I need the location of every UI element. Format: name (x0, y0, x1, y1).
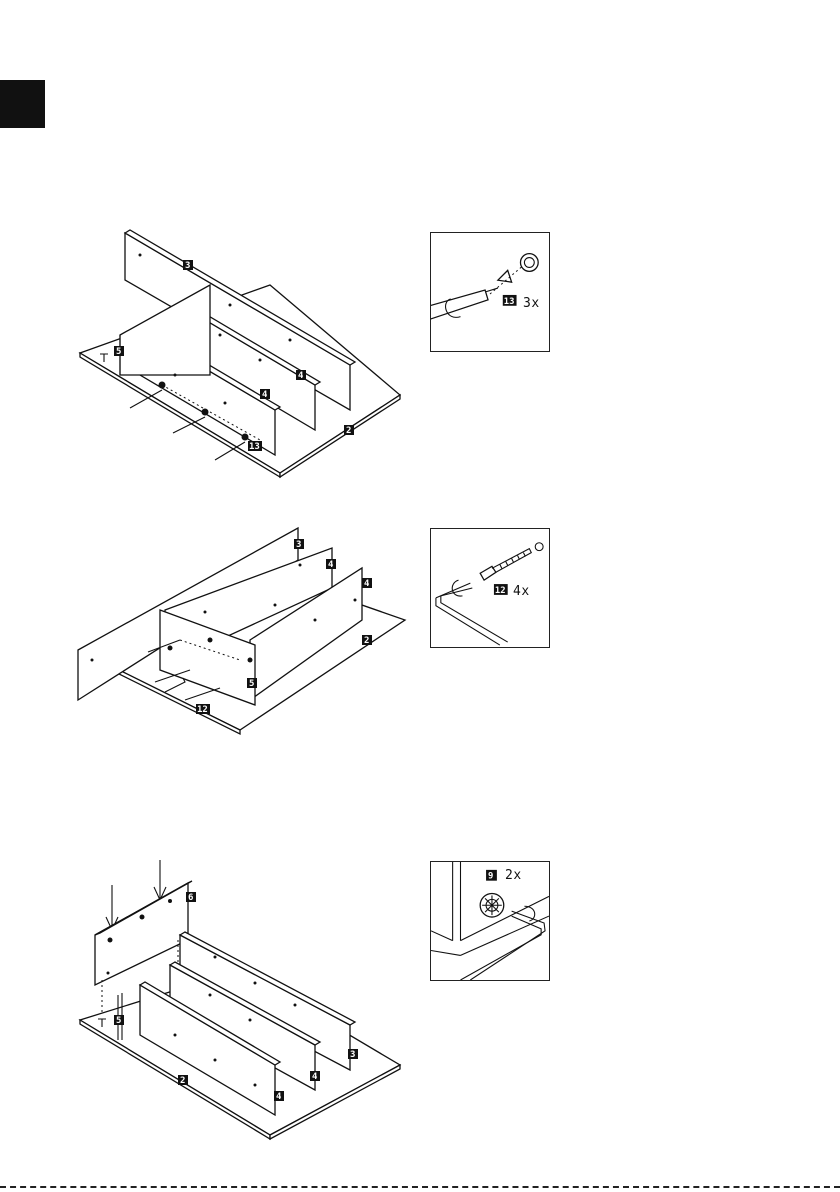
detail-1-quantity: 3x (523, 296, 540, 311)
detail-box-1: 13 3x (430, 232, 550, 352)
label-3: 3 (185, 261, 190, 271)
detail-3-quantity: 2x (505, 868, 522, 883)
label-2: 2 (364, 636, 369, 646)
label-4b: 4 (276, 1092, 282, 1102)
label-3: 3 (350, 1050, 355, 1060)
figure-1-assembly: 3 4 4 5 2 13 (70, 225, 410, 485)
label-3: 3 (296, 540, 301, 550)
detail-3-part: 9 (488, 872, 493, 882)
label-5: 5 (116, 347, 121, 357)
label-5: 5 (116, 1016, 121, 1026)
label-4a: 4 (312, 1072, 318, 1082)
label-12: 12 (197, 705, 208, 715)
figure-2-assembly: 3 4 4 2 5 12 (70, 520, 410, 740)
label-2: 2 (180, 1076, 185, 1086)
detail-box-2: 12 4x (430, 528, 550, 648)
label-13: 13 (249, 442, 260, 452)
label-4a: 4 (328, 560, 334, 570)
detail-box-3: 9 2x (430, 861, 550, 981)
figure-3-assembly: 6 5 2 3 4 4 (70, 855, 410, 1145)
label-5: 5 (249, 679, 254, 689)
detail-2-part: 12 (495, 586, 506, 596)
label-4b: 4 (262, 390, 268, 400)
detail-2-quantity: 4x (513, 584, 530, 599)
step-tab (0, 80, 45, 128)
detail-1-part: 13 (504, 297, 515, 307)
label-4a: 4 (298, 371, 304, 381)
label-4b: 4 (364, 579, 370, 589)
label-6: 6 (188, 893, 193, 903)
label-2: 2 (346, 426, 351, 436)
bottom-cut-line (0, 1186, 840, 1188)
